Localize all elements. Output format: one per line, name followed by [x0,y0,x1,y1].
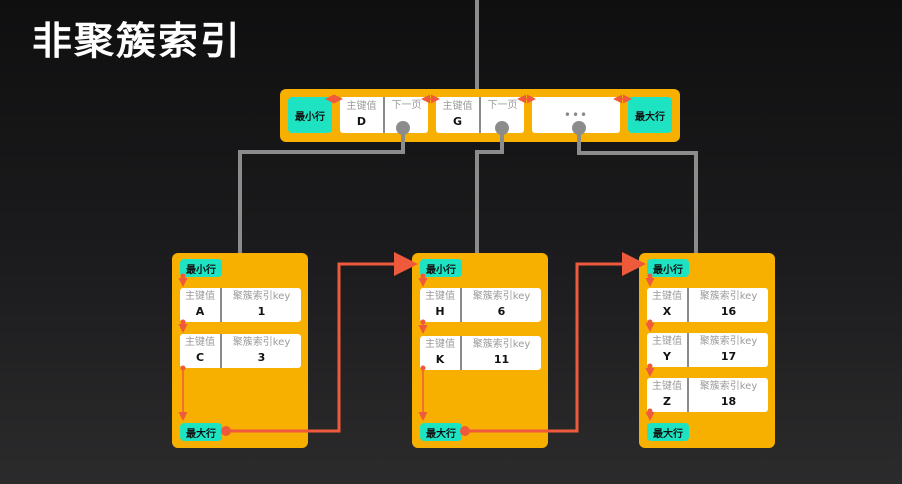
leaf-min-row: 最小行 [420,259,462,277]
root-entry: 主键值 D 下一页 [340,97,428,133]
index-key-value: 11 [493,353,510,366]
child-pointer-wire [475,128,504,253]
root-entry-key-label: 主键值 [442,101,473,112]
pk-label: 主键值 [652,291,682,302]
page-title: 非聚簇索引 [32,19,243,63]
leaf-record: 主键值 X 聚簇索引key 16 [647,288,768,322]
root-entry-pointer-label: 下一页 [487,100,518,111]
index-key-label: 聚簇索引key [699,381,758,392]
index-key-label: 聚簇索引key [472,291,531,302]
root-min-row: 最小行 [288,97,332,133]
leaf-min-row: 最小行 [647,259,689,277]
index-key-value: 1 [257,305,266,318]
root-max-row: 最大行 [628,97,672,133]
index-key-label: 聚簇索引key [232,337,291,348]
leaf-page-2: 最小行 主键值 H 聚簇索引key 6 主键值 K 聚簇索引key 11 最大行 [412,253,548,448]
index-key-label: 聚簇索引key [472,339,531,350]
root-entry-key: G [452,115,463,128]
child-pointer-wire [238,128,405,253]
leaf-max-row: 最大行 [647,423,689,441]
index-key-label: 聚簇索引key [232,291,291,302]
index-key-label: 聚簇索引key [699,336,758,347]
leaf-max-row: 最大行 [180,423,222,441]
leaf-record: 主键值 C 聚簇索引key 3 [180,334,301,368]
pk-value: C [195,351,205,364]
pk-value: Y [663,350,671,363]
pk-value: A [195,305,205,318]
root-entry-key-label: 主键值 [346,101,377,112]
leaf-record: 主键值 A 聚簇索引key 1 [180,288,301,322]
leaf-page-3: 最小行 主键值 X 聚簇索引key 16 主键值 Y 聚簇索引key 17 主键… [639,253,775,448]
pk-value: H [435,305,445,318]
index-key-value: 17 [720,350,737,363]
pk-label: 主键值 [425,291,455,302]
leaf-record: 主键值 Y 聚簇索引key 17 [647,333,768,367]
ellipsis-icon: ••• [563,108,589,122]
pk-label: 主键值 [652,336,682,347]
root-entry: 主键值 G 下一页 [436,97,524,133]
pk-value: Z [663,395,671,408]
index-key-value: 6 [497,305,506,318]
leaf-record: 主键值 K 聚簇索引key 11 [420,336,541,370]
pk-label: 主键值 [425,339,455,350]
root-entry-pointer-label: 下一页 [391,100,422,111]
pk-label: 主键值 [185,291,215,302]
leaf-page-1: 最小行 主键值 A 聚簇索引key 1 主键值 C 聚簇索引key 3 最大行 [172,253,308,448]
pk-value: K [435,353,445,366]
leaf-min-row: 最小行 [180,259,222,277]
index-key-value: 3 [257,351,266,364]
root-entry-key: D [356,115,367,128]
index-key-label: 聚簇索引key [699,291,758,302]
leaf-record: 主键值 H 聚簇索引key 6 [420,288,541,322]
pk-value: X [662,305,672,318]
root-entry-more: ••• [532,97,620,133]
index-key-value: 16 [720,305,737,318]
index-key-value: 18 [720,395,737,408]
leaf-max-row: 最大行 [420,423,462,441]
root-index-page: 最小行 主键值 D 下一页 主键值 G 下一页 ••• 最大行 [280,89,680,142]
pk-label: 主键值 [185,337,215,348]
leaf-record: 主键值 Z 聚簇索引key 18 [647,378,768,412]
child-pointer-wire [577,128,698,253]
pk-label: 主键值 [652,381,682,392]
